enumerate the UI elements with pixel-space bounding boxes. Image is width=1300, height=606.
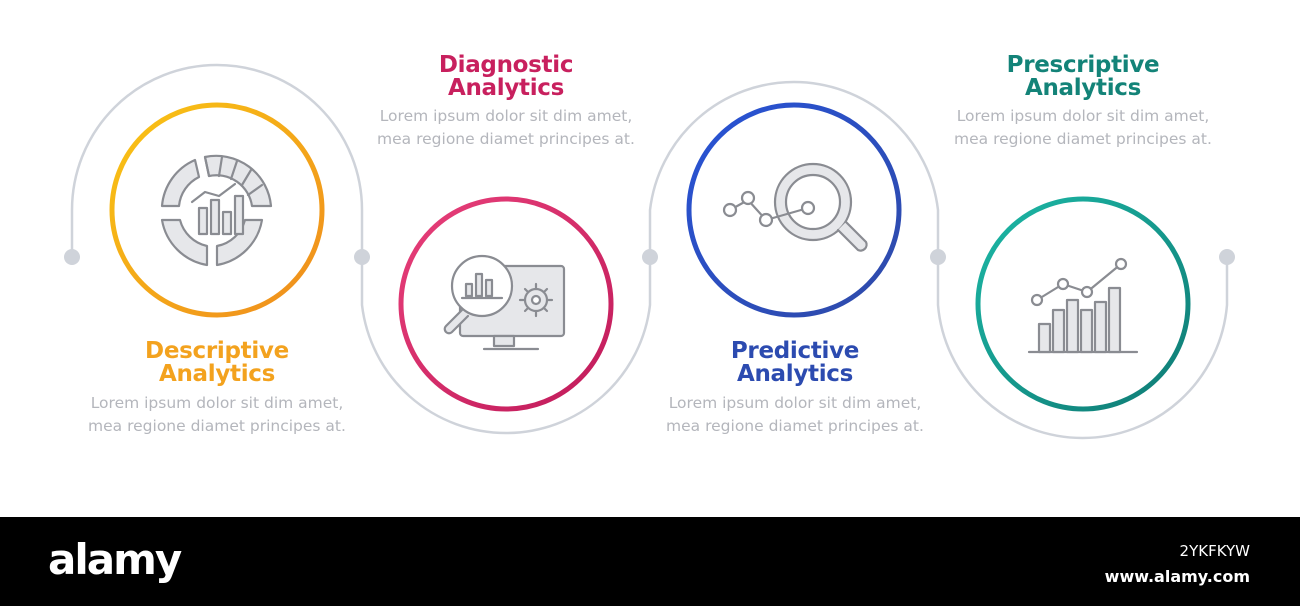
step-4-title-line2: Analytics — [1024, 75, 1142, 101]
step-4-description: Lorem ipsum dolor sit dim amet, mea regi… — [954, 107, 1212, 148]
connector-dot — [1219, 249, 1235, 265]
image-credit: 2YKFKYW www.alamy.com — [1105, 538, 1250, 590]
step-2-title: Diagnostic Analytics — [356, 54, 656, 100]
watermark-footer: alamy 2YKFKYW www.alamy.com — [0, 517, 1300, 606]
step-1-title-line2: Analytics — [158, 361, 276, 387]
step-3-title-line2: Analytics — [736, 361, 854, 387]
site-url: www.alamy.com — [1104, 567, 1250, 586]
step-4-title: Prescriptive Analytics — [933, 54, 1233, 100]
step-3-title: Predictive Analytics — [645, 340, 945, 386]
step-3-description: Lorem ipsum dolor sit dim amet, mea regi… — [666, 394, 924, 435]
connector-line — [70, 63, 1229, 440]
growth-bar-chart-icon — [1027, 257, 1139, 354]
step-1-title-line1: Descriptive — [145, 338, 289, 364]
connector-dot — [930, 249, 946, 265]
descriptive-chart-icon — [160, 154, 273, 267]
step-2-description: Lorem ipsum dolor sit dim amet, mea regi… — [377, 107, 635, 148]
connector-dot — [64, 249, 80, 265]
step-2-title-line2: Analytics — [447, 75, 565, 101]
infographic-diagram — [64, 63, 1235, 440]
monitor-magnifier-gear-icon — [443, 254, 566, 351]
network-magnifier-icon — [722, 162, 868, 252]
connector-dot — [642, 249, 658, 265]
step-4-title-line1: Prescriptive — [1006, 52, 1160, 78]
image-id: 2YKFKYW — [1179, 542, 1250, 560]
connector-dot — [354, 249, 370, 265]
step-2-title-line1: Diagnostic — [438, 52, 574, 78]
step-4-ring — [975, 196, 1191, 412]
step-3-title-line1: Predictive — [730, 338, 860, 364]
brand-logo: alamy — [48, 535, 182, 584]
step-1-description: Lorem ipsum dolor sit dim amet, mea regi… — [88, 394, 346, 435]
step-1-title: Descriptive Analytics — [67, 340, 367, 386]
